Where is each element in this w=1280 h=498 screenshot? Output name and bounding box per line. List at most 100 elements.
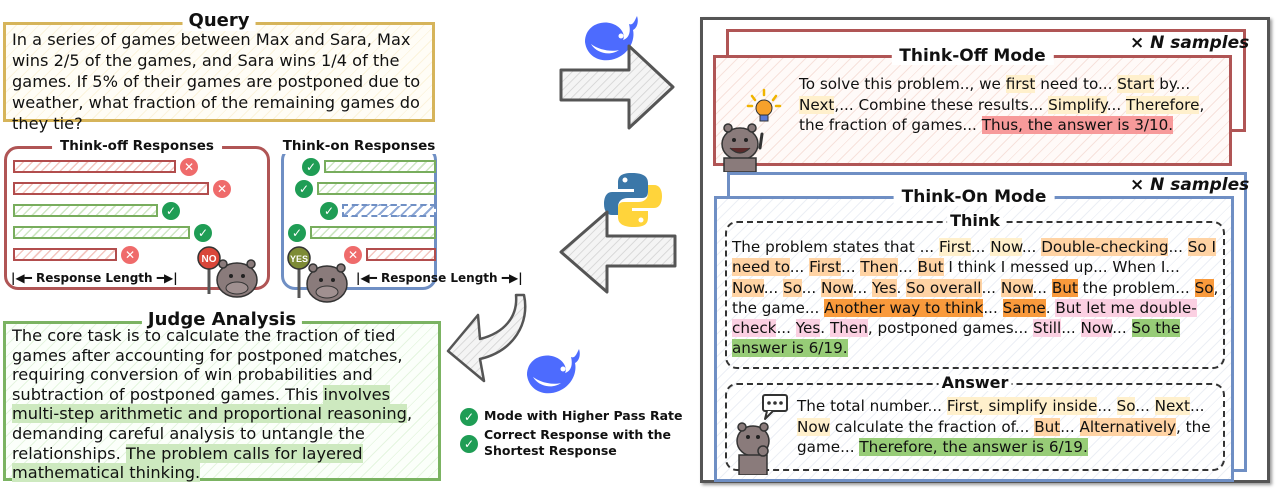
text-segment: ... — [981, 278, 1001, 297]
text-segment: , the game... — [797, 417, 1211, 457]
axis-end-arrow-icon: ━▶| — [501, 271, 523, 285]
think-section-text: The problem states that ... First... Now… — [732, 237, 1222, 359]
text-segment: ... — [1021, 238, 1042, 256]
text-segment: ... — [841, 258, 861, 277]
response-bar — [13, 160, 176, 173]
text-segment: ... — [1168, 238, 1188, 256]
highlighted-phrase: Same — [1002, 298, 1046, 317]
text-segment: ... — [852, 278, 872, 297]
text-segment: ... — [1112, 319, 1132, 338]
text-segment: need to... — [1035, 75, 1118, 93]
whale-logo-icon — [585, 16, 638, 61]
legend: ✓ Mode with Higher Pass Rate ✓ Correct R… — [460, 408, 682, 462]
highlighted-phrase: Alternatively — [1079, 417, 1177, 436]
hippo-idea-icon — [721, 88, 782, 172]
highlighted-phrase: Yes — [795, 319, 821, 338]
highlighted-phrase: Next — [799, 95, 835, 114]
yes-sign-text: YES — [290, 254, 308, 264]
response-length-label: Response Length — [36, 271, 153, 285]
text-segment: , the fraction of games... — [799, 95, 1205, 135]
highlighted-phrase: But — [917, 258, 944, 277]
text-segment: ... — [1135, 397, 1155, 415]
check-circle-icon: ✓ — [460, 408, 478, 426]
cross-circle-icon: ✕ — [213, 180, 231, 198]
highlighted-phrase: Thus, the answer is 3/10. — [981, 116, 1174, 134]
text-segment: ... — [970, 238, 991, 256]
highlighted-phrase: Double-checking — [1041, 238, 1169, 256]
highlighted-phrase: So overall — [906, 278, 982, 297]
text-segment: the problem... — [1077, 278, 1195, 297]
highlighted-phrase: Therefore — [1126, 95, 1200, 114]
python-logo-icon — [604, 173, 662, 227]
legend-label: Correct Response with the Shortest Respo… — [484, 427, 671, 458]
highlighted-phrase: But — [1051, 278, 1078, 297]
highlighted-phrase: Then — [860, 258, 899, 277]
text-segment: ... — [898, 258, 918, 277]
response-bar — [366, 248, 436, 261]
highlighted-phrase: Another way to think — [824, 298, 984, 317]
curved-arrow-icon — [446, 293, 527, 383]
think-off-responses-title: Think-off Responses — [52, 139, 222, 154]
check-circle-icon: ✓ — [320, 202, 338, 220]
text-segment: ... — [983, 298, 1003, 317]
text-segment: The problem states that ... — [732, 238, 939, 256]
highlighted-phrase: Now — [732, 278, 764, 297]
highlighted-phrase: Yes — [871, 278, 897, 297]
axis-start-arrow-icon: |◀━ — [11, 271, 32, 285]
think-off-mode-title: Think-Off Mode — [891, 48, 1054, 65]
answer-section-text: The total number... First, simplify insi… — [797, 396, 1217, 458]
think-on-responses-title: Think-on Responses — [274, 139, 444, 154]
check-circle-icon: ✓ — [288, 224, 306, 242]
cross-circle-icon: ✕ — [180, 158, 198, 176]
response-length-label: Response Length — [381, 271, 498, 285]
text-segment: ... — [1032, 278, 1052, 297]
highlighted-phrase: Now — [820, 278, 853, 297]
legend-item-shortest-correct: ✓ Correct Response with the Shortest Res… — [460, 427, 680, 459]
text-segment: . — [896, 278, 907, 297]
highlighted-phrase: Still — [1032, 319, 1062, 338]
highlighted-phrase: First — [809, 258, 842, 277]
query-box: Query In a series of games between Max a… — [3, 10, 435, 133]
highlighted-phrase: But — [1034, 417, 1061, 436]
check-circle-icon: ✓ — [162, 202, 180, 220]
highlighted-phrase: So — [783, 278, 802, 297]
modes-frame: × N samples Think-Off Mode To solve this… — [700, 17, 1270, 483]
response-bar — [310, 226, 436, 239]
check-circle-icon: ✓ — [194, 224, 212, 242]
whale-logo-icon — [527, 349, 580, 394]
response-bar — [13, 182, 209, 195]
text-segment: calculate the fraction of... — [830, 417, 1035, 436]
highlighted-phrase: So — [1194, 278, 1214, 297]
response-bar — [317, 182, 436, 195]
response-length-axis: |◀━ Response Length ━▶| — [11, 271, 178, 285]
think-on-responses-panel: Think-on Responses ✓✓✓✓✕ |◀━ Response Le… — [274, 139, 523, 290]
shortest-correct-response-bar — [342, 204, 436, 217]
judge-analysis-box: Judge Analysis The core task is to calcu… — [3, 309, 441, 483]
highlighted-phrase: Now — [797, 417, 831, 436]
text-segment: ... — [1061, 319, 1081, 338]
highlighted-phrase: First, simplify inside — [946, 397, 1098, 415]
text-segment: . — [820, 319, 830, 338]
highlighted-phrase: Start — [1117, 75, 1155, 93]
text-segment: , the game... — [732, 278, 1219, 317]
text-segment: I think I messed up... When I... — [943, 258, 1180, 277]
hippo-thinking-icon — [736, 394, 788, 475]
no-sign-text: NO — [202, 254, 217, 265]
text-segment: ... — [801, 278, 821, 297]
think-section: Think The problem states that ... First.… — [725, 213, 1225, 369]
response-bar — [13, 204, 158, 217]
hippo-no-sign-icon: NO — [197, 246, 258, 298]
text-segment: ... — [1060, 417, 1080, 436]
text-segment: ... — [1106, 95, 1127, 114]
think-section-title: Think — [947, 213, 1003, 229]
text-segment: , postponed games... — [867, 319, 1033, 338]
text-segment: The total number... — [797, 397, 947, 415]
hippo-yes-sign-icon: YES — [287, 246, 348, 303]
arrow-right-icon — [559, 44, 675, 130]
highlighted-phrase: Now — [1080, 319, 1113, 338]
answer-section-title: Answer — [938, 375, 1012, 391]
highlighted-phrase: Simplify — [1048, 95, 1107, 114]
text-segment: ... — [763, 278, 783, 297]
legend-label: Mode with Higher Pass Rate — [484, 408, 683, 423]
answer-section: Answer The total number... First, simpli… — [725, 375, 1225, 475]
